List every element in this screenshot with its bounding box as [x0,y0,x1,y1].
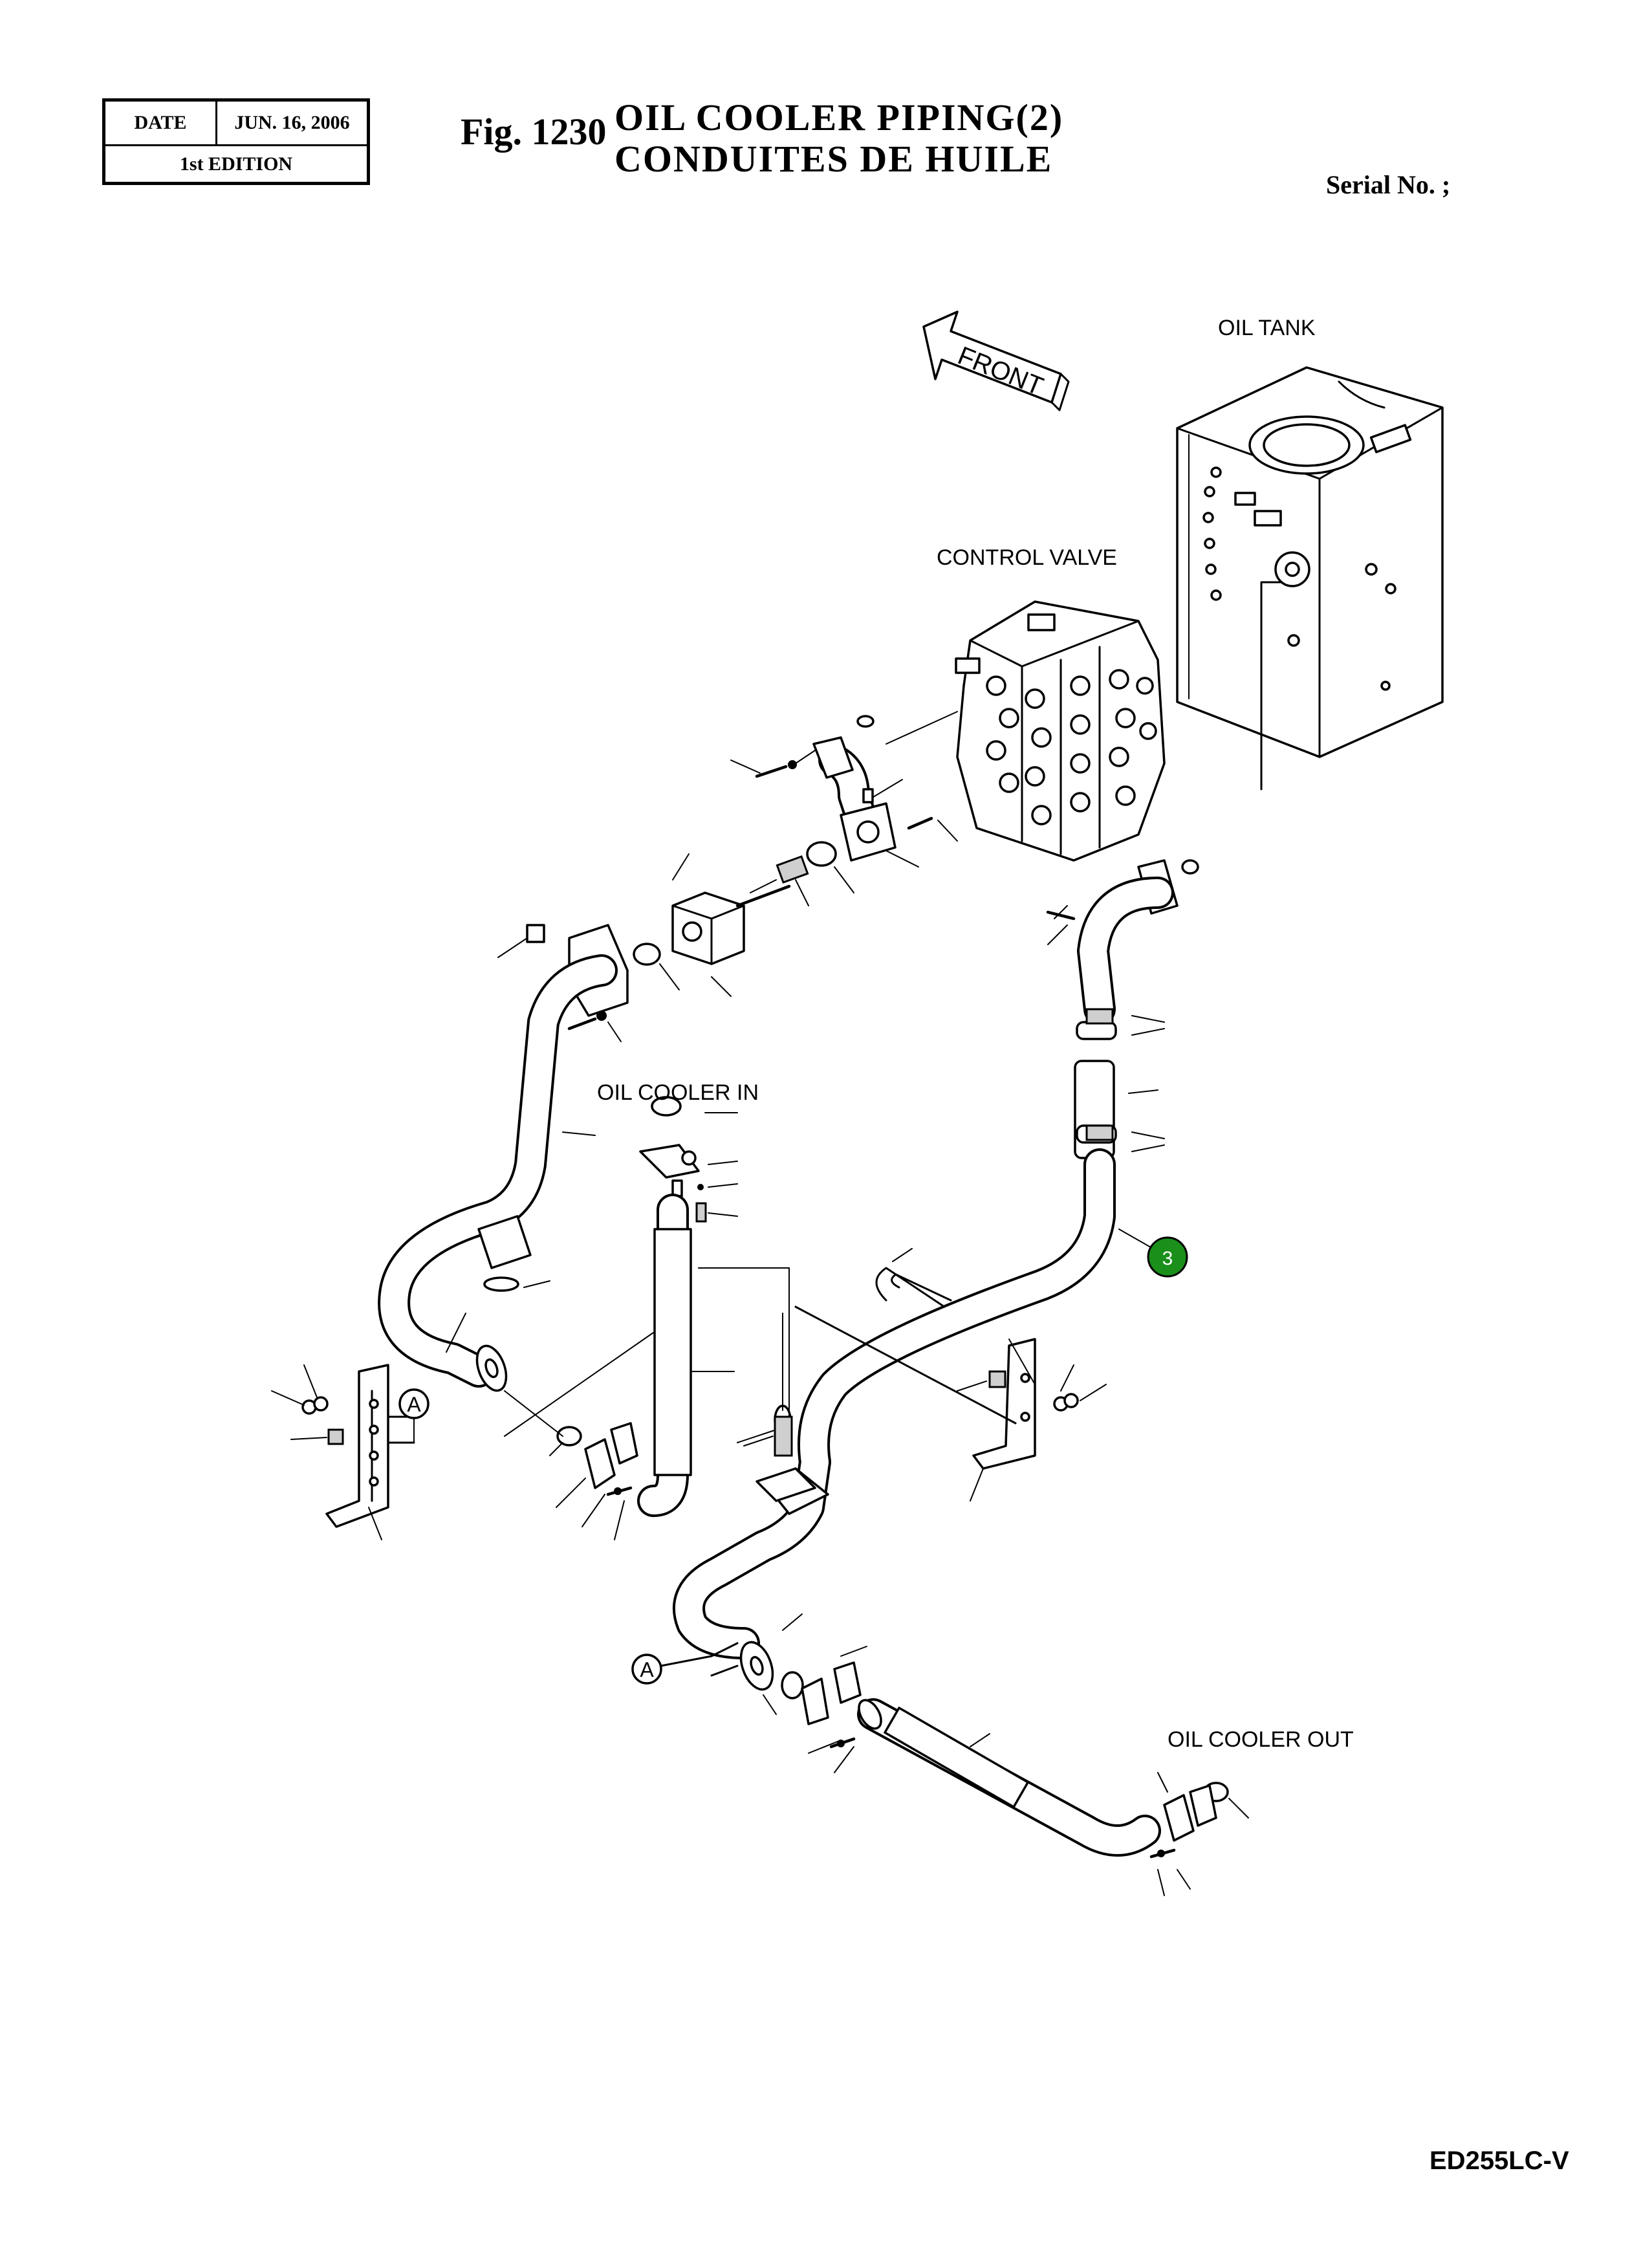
left-return-pipe [378,954,618,1392]
lower-flange [710,1613,867,1773]
model-number: ED255LC-V [1429,2146,1569,2175]
control-valve-label: CONTROL VALVE [937,545,1117,570]
title-english: OIL COOLER PIPING(2) [614,96,1064,138]
oil-cooler-out-pipe [857,1698,1249,1896]
reference-a-upper: A [398,1388,429,1419]
item-3-marker[interactable]: 3 [1147,1236,1188,1278]
main-return-pipe [673,859,1199,1659]
date-edition-stamp: DATE JUN. 16, 2006 1st EDITION [102,98,370,185]
figure-number: Fig. 1230 [461,111,607,153]
center-fitting [743,1415,816,1502]
item-3-label: 3 [1162,1248,1173,1269]
oil-cooler-in-pipe [637,1096,738,1517]
date-label: DATE [105,102,217,144]
oil-cooler-in-flange [504,1332,654,1540]
control-valve [886,600,1166,862]
front-arrow-icon: FRONT [922,311,1070,411]
left-bracket [271,1364,415,1540]
ref-a-label: A [407,1393,421,1416]
oil-cooler-in-label: OIL COOLER IN [597,1080,759,1105]
date-value: JUN. 16, 2006 [234,112,350,133]
reference-a-lower: A [631,1654,713,1685]
u-bolt-bracket [794,1248,1107,1502]
adapter-block [633,853,809,997]
stamp-date-row: DATE JUN. 16, 2006 [105,102,367,146]
oil-cooler-out-label: OIL COOLER OUT [1168,1727,1354,1752]
valve-outlet-elbow [730,715,958,893]
oil-tank-label: OIL TANK [1218,316,1316,340]
control-valve-ports [986,669,1157,825]
title-french: CONDUITES DE HUILE [614,138,1053,180]
ref-a-label: A [640,1658,654,1681]
serial-number-label: Serial No. ; [1326,170,1451,199]
oil-tank [1176,366,1444,791]
edition-label: 1st EDITION [179,153,293,175]
